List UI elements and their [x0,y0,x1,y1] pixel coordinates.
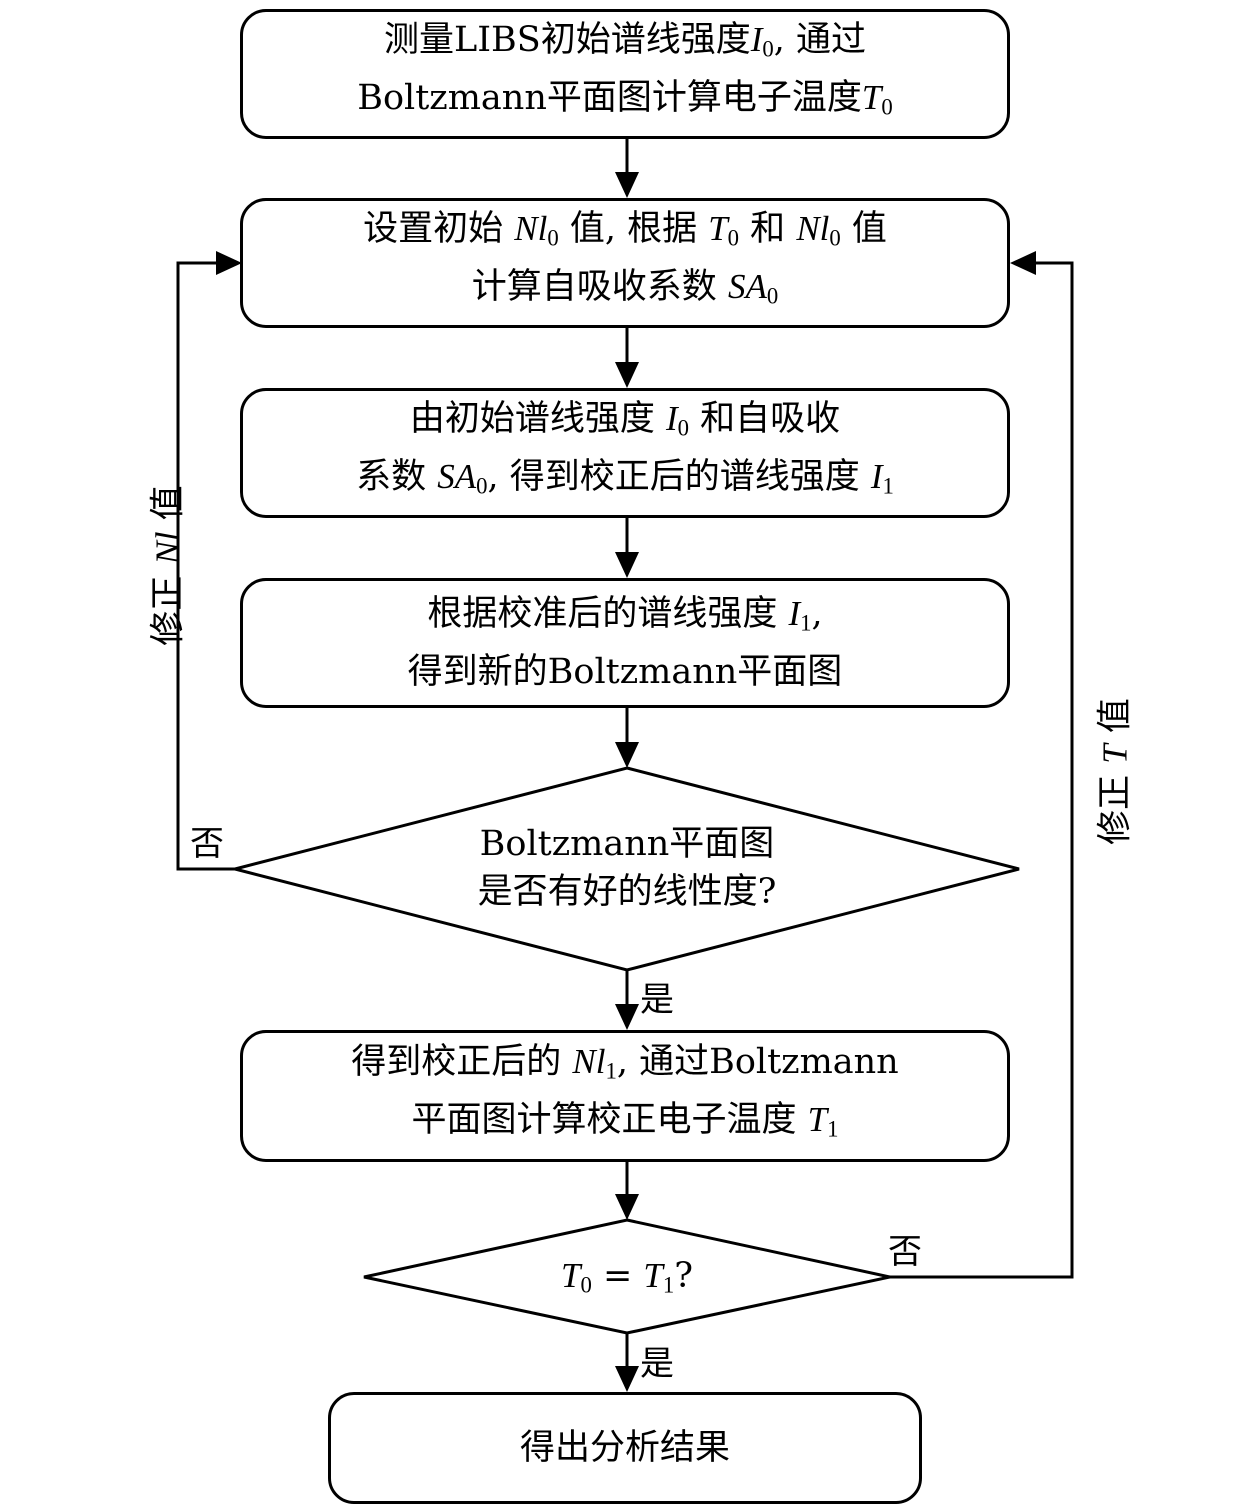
math-subscript: 0 [727,226,740,251]
text-segment: 平面图计算校正电子温度 [411,1100,808,1140]
text-line: 根据校准后的谱线强度 I1, [427,590,822,648]
text-line: 得出分析结果 [520,1424,730,1472]
math-symbol: Nl0 [796,209,841,251]
math-subscript: 0 [766,283,779,309]
text-segment: 得到新的Boltzmann平面图 [407,651,843,692]
text-segment: 得出分析结果 [519,1428,730,1468]
text-line: 得到新的Boltzmann平面图 [408,648,843,696]
math-symbol: T [1095,744,1135,764]
text-segment: 值, 根据 [558,209,709,250]
text-line: 设置初始 Nl0 值, 根据 T0 和 Nl0 值 [363,205,887,263]
math-subscript: 0 [677,416,690,441]
text-segment: , 通过 [773,20,867,61]
text-line: T0 = T1? [477,1252,777,1310]
math-subscript: 1 [662,1272,675,1298]
text-segment: 修正 [1095,763,1136,845]
arrow-decision-yes [615,970,639,1030]
arrow-set-to-correct [615,328,639,388]
text-segment: 值 [840,209,887,250]
text-segment: , [811,594,823,635]
decision-temp-equal-shape [363,1218,891,1335]
decision-linearity-shape [234,766,1020,972]
text-segment: 根据校准后的谱线强度 [427,594,789,635]
text-segment: 和自吸收 [689,399,841,440]
text-line: 测量LIBS初始谱线强度I0, 通过 [384,16,866,74]
arrow-check-yes [615,1333,639,1392]
math-symbol: T0 [861,78,893,120]
text-segment: 计算自吸收系数 [471,267,728,307]
math-symbol: T1 [643,1256,675,1298]
math-subscript: 1 [882,473,894,499]
decision-temp-equal-text: T0 = T1? [477,1252,777,1310]
text-line: 是否有好的线性度? [427,868,827,916]
step-result: 得出分析结果 [328,1392,922,1504]
label-temp-yes: 是 [640,1344,674,1384]
math-symbol: T1 [807,1100,839,1142]
arrow-plot-to-decision [615,708,639,768]
math-symbol: T0 [560,1256,592,1298]
label-loop-left: 修正 Nl 值 [140,461,191,671]
text-segment: 是否有好的线性度? [477,872,777,912]
text-line: 得到校正后的 Nl1, 通过Boltzmann [351,1038,898,1096]
math-symbol: I0 [750,20,774,62]
math-symbol: I0 [665,399,690,441]
text-line: 系数 SA0, 得到校正后的谱线强度 I1 [356,453,894,511]
math-symbol: Nl0 [514,209,559,251]
label-linearity-no: 否 [190,824,224,864]
arrow-temp-to-check [615,1162,639,1220]
math-subscript: 1 [827,1116,839,1142]
math-subscript: 0 [829,226,841,251]
loop-right-t [890,251,1074,1279]
math-symbol: Nl1 [572,1042,617,1084]
text-segment: 和 [739,209,797,250]
text-segment: 值 [148,485,189,532]
math-subscript: 0 [762,37,774,62]
arrow-measure-to-set [615,138,639,198]
math-subscript: 0 [547,226,559,251]
text-line: 由初始谱线强度 I0 和自吸收 [410,395,840,453]
text-line: Boltzmann平面图 [427,820,827,868]
step-new-plot: 根据校准后的谱线强度 I1,得到新的Boltzmann平面图 [240,578,1010,708]
text-segment: 由初始谱线强度 [409,399,666,440]
text-segment: , 通过Boltzmann [616,1042,899,1083]
text-segment: , 得到校正后的谱线强度 [487,457,871,497]
math-symbol: I1 [788,594,812,636]
math-symbol: T0 [708,209,740,251]
math-symbol: SA0 [437,457,488,499]
label-temp-no: 否 [888,1232,922,1272]
math-symbol: I1 [870,457,894,499]
text-segment: 得到校正后的 [351,1042,573,1083]
math-subscript: 1 [800,610,812,636]
text-segment: 修正 [148,564,189,646]
text-line: Boltzmann平面图计算电子温度T0 [357,74,892,132]
math-subscript: 0 [476,473,488,499]
text-segment: ? [674,1256,694,1296]
math-subscript: 1 [605,1059,617,1084]
math-symbol: SA0 [727,267,779,309]
decision-linearity-text: Boltzmann平面图是否有好的线性度? [427,820,827,916]
text-segment: 值 [1095,698,1136,745]
text-line: 计算自吸收系数 SA0 [472,263,778,321]
math-subscript: 0 [580,1272,592,1298]
text-segment: 测量LIBS初始谱线强度 [383,20,751,61]
step-set-initial: 设置初始 Nl0 值, 根据 T0 和 Nl0 值计算自吸收系数 SA0 [240,198,1010,328]
text-segment: Boltzmann平面图 [479,824,775,864]
text-line: 平面图计算校正电子温度 T1 [412,1096,839,1154]
text-segment: 系数 [356,457,438,497]
text-segment: = [591,1256,644,1296]
text-segment: Boltzmann平面图计算电子温度 [357,78,862,118]
loop-left-nl [176,251,242,871]
step-correct-intensity: 由初始谱线强度 I0 和自吸收系数 SA0, 得到校正后的谱线强度 I1 [240,388,1010,518]
math-symbol: Nl [148,531,188,565]
arrow-correct-to-plot [615,518,639,578]
text-segment: 设置初始 [363,209,515,250]
label-loop-right: 修正 T 值 [1087,672,1138,872]
math-subscript: 0 [881,94,893,120]
label-linearity-yes: 是 [640,980,674,1020]
